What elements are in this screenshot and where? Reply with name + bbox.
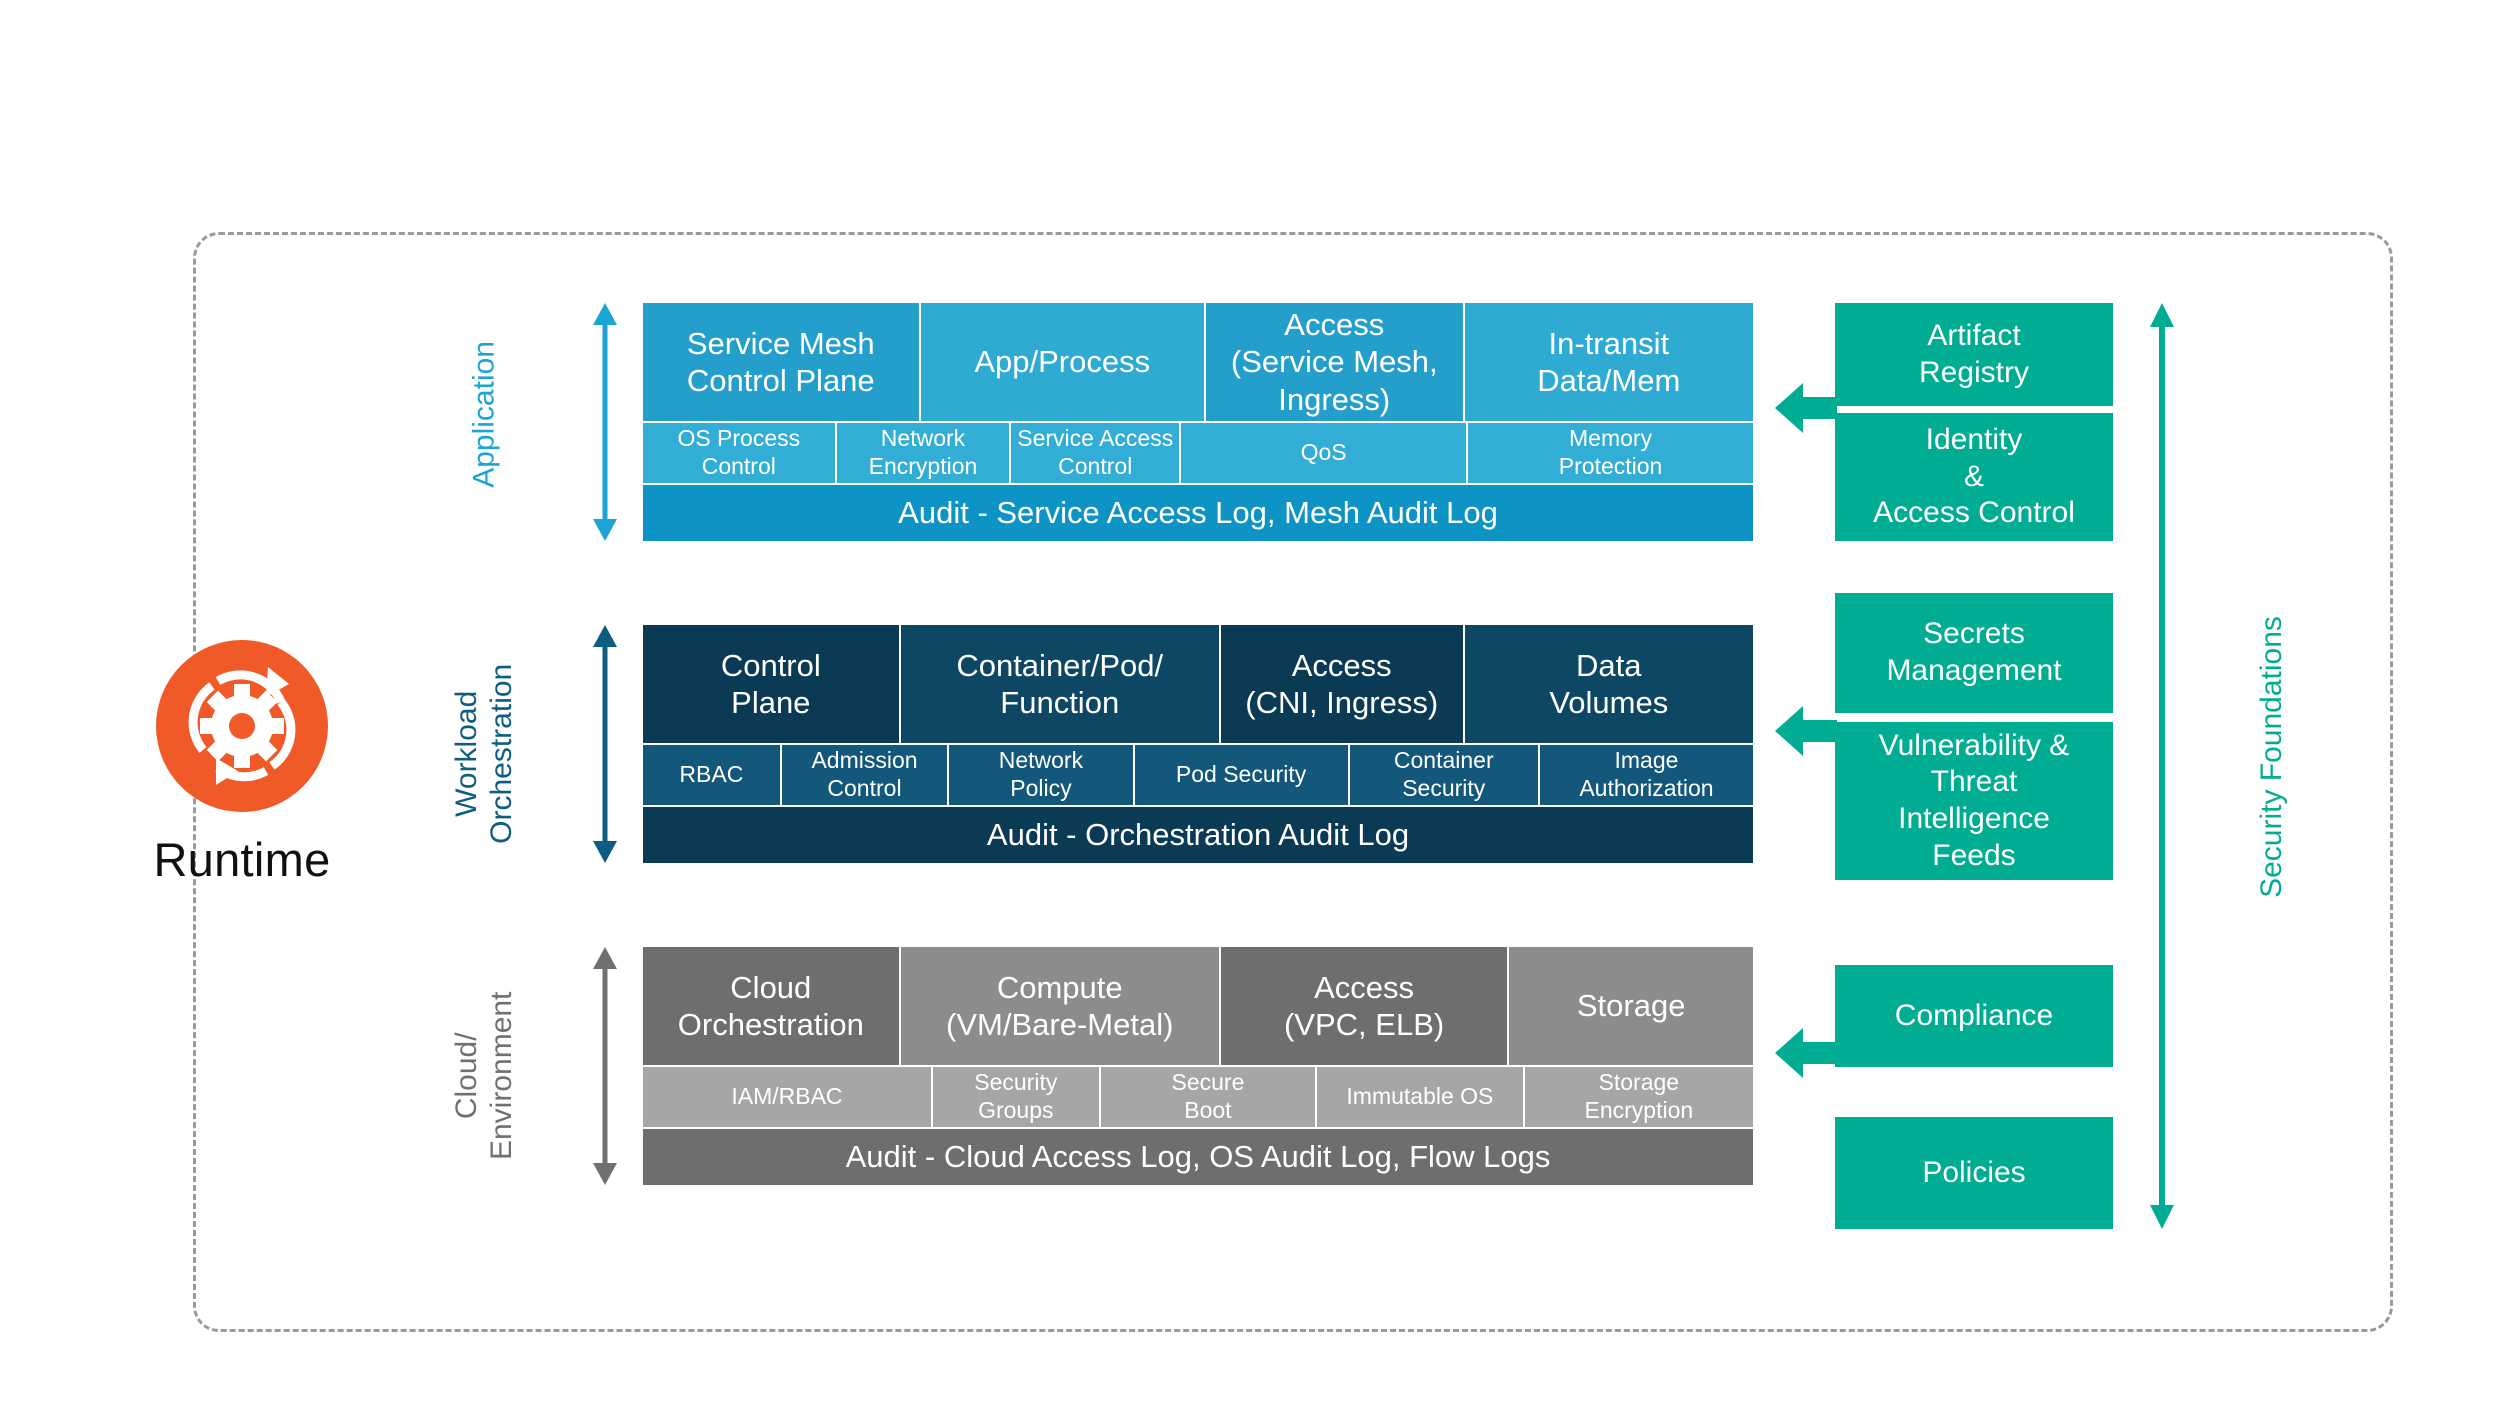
layer-application-audit-bar[interactable]: Audit - Service Access Log, Mesh Audit L… xyxy=(643,483,1753,541)
double-arrow-icon xyxy=(593,625,617,863)
gear-refresh-icon xyxy=(188,667,296,785)
layer-application-cell[interactable]: App/Process xyxy=(920,303,1206,421)
layer-workload-control[interactable]: RBAC xyxy=(643,743,782,805)
layer-cloud-control[interactable]: IAM/RBAC xyxy=(643,1065,933,1127)
layer-application-cell[interactable]: Access(Service Mesh,Ingress) xyxy=(1205,303,1465,421)
security-foundation-box[interactable]: Identity&Access Control xyxy=(1835,413,2113,541)
layer-cloud-cell[interactable]: Compute(VM/Bare-Metal) xyxy=(900,947,1221,1065)
axis-arrow-workload xyxy=(575,625,635,863)
arrow-left-icon xyxy=(1775,1028,1837,1078)
axis-arrow-application xyxy=(575,303,635,541)
security-foundation-box[interactable]: Compliance xyxy=(1835,965,2113,1067)
security-foundations-axis-label: Security Foundations xyxy=(2254,616,2288,898)
axis-label-application: Application xyxy=(467,341,501,488)
axis-label-cloud: Cloud/Environment xyxy=(450,991,518,1161)
axis-arrow-cloud xyxy=(575,947,635,1185)
layer-workload-control[interactable]: Pod Security xyxy=(1134,743,1350,805)
feed-arrow-application xyxy=(1775,377,1837,439)
runtime-logo xyxy=(156,640,328,812)
double-arrow-icon xyxy=(593,303,617,541)
double-arrow-icon xyxy=(593,947,617,1185)
security-foundation-box[interactable]: Policies xyxy=(1835,1117,2113,1229)
layer-cloud-cell[interactable]: Access(VPC, ELB) xyxy=(1220,947,1510,1065)
runtime-badge: Runtime xyxy=(97,640,387,887)
layer-workload-cell[interactable]: Container/Pod/Function xyxy=(900,625,1221,743)
layer-cloud-control[interactable]: Immutable OS xyxy=(1317,1065,1525,1127)
feed-arrow-workload xyxy=(1775,700,1837,762)
layer-workload-cell[interactable]: Access(CNI, Ingress) xyxy=(1220,625,1465,743)
layer-workload-audit-bar[interactable]: Audit - Orchestration Audit Log xyxy=(643,805,1753,863)
feed-arrow-cloud xyxy=(1775,1022,1837,1084)
arrow-left-icon xyxy=(1775,383,1837,433)
layer-cloud-audit-bar[interactable]: Audit - Cloud Access Log, OS Audit Log, … xyxy=(643,1127,1753,1185)
arrow-left-icon xyxy=(1775,706,1837,756)
layer-application-control[interactable]: QoS xyxy=(1181,421,1469,483)
runtime-label: Runtime xyxy=(153,833,331,886)
layer-cloud-cell[interactable]: Storage xyxy=(1509,947,1753,1065)
security-foundations-axis-icon xyxy=(2150,303,2174,1229)
